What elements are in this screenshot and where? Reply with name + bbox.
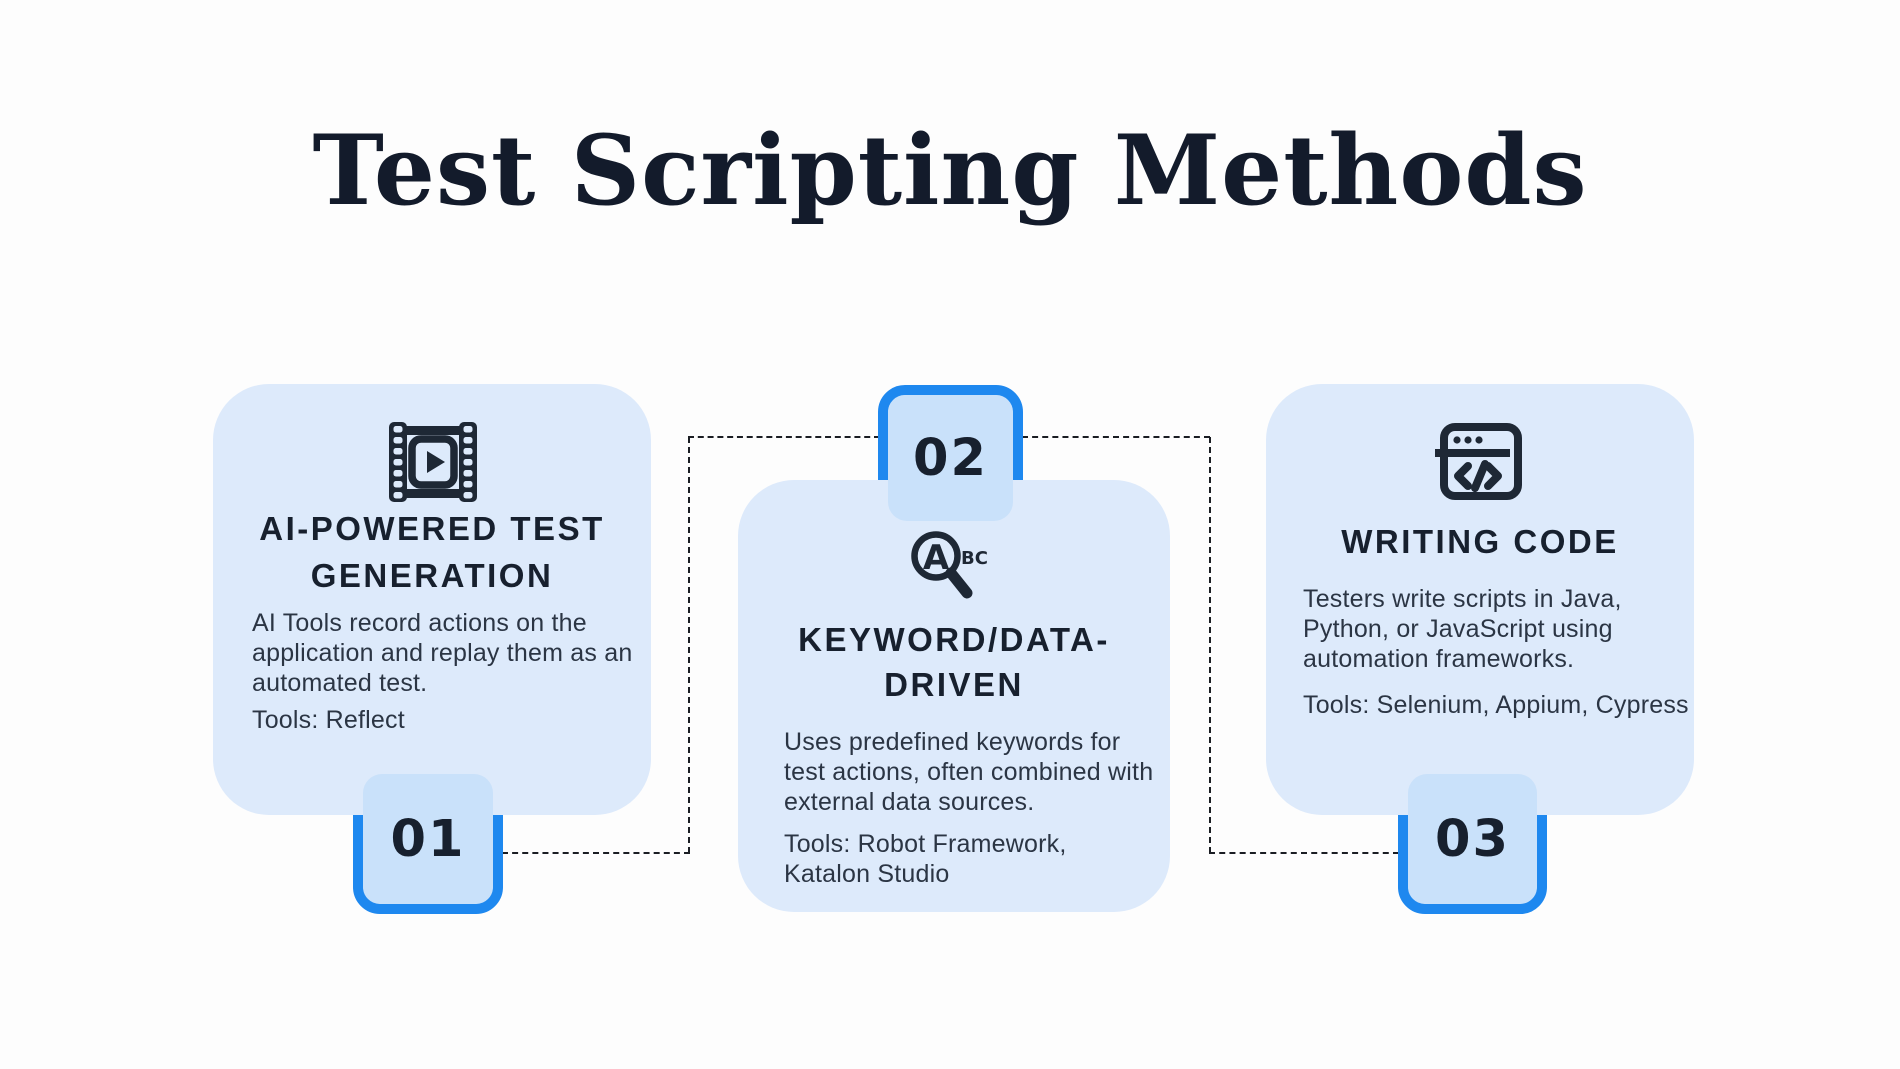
connector-dashed-segment <box>502 852 690 854</box>
connector-dashed-segment <box>1209 437 1211 853</box>
card-tools: Tools: Reflect <box>252 706 405 734</box>
card-body: Testers write scripts in Java, Python, o… <box>1303 585 1622 673</box>
film-strip-play-icon <box>387 422 479 507</box>
text-search-magnifier-icon: A BC <box>906 530 996 611</box>
badge-number: 02 <box>913 428 988 488</box>
card-heading: KEYWORD/DATA- DRIVEN <box>798 621 1110 703</box>
card-heading: WRITING CODE <box>1341 523 1619 560</box>
svg-text:BC: BC <box>961 548 988 569</box>
connector-dashed-segment <box>688 437 690 853</box>
card-heading: AI-POWERED TEST GENERATION <box>259 510 605 594</box>
step-badge-03: 03 <box>1408 774 1537 904</box>
card-body: Uses predefined keywords for test action… <box>784 728 1154 816</box>
step-badge-02: 02 <box>888 395 1013 521</box>
card-tools: Tools: Robot Framework, Katalon Studio <box>784 830 1067 888</box>
badge-number: 03 <box>1435 809 1510 869</box>
code-window-icon <box>1433 423 1523 506</box>
connector-dashed-segment <box>1209 852 1399 854</box>
card-keyword-data-driven: A BC KEYWORD/DATA- DRIVEN Uses predefine… <box>738 480 1170 912</box>
page-title: Test Scripting Methods <box>312 114 1588 227</box>
card-ai-powered-test-generation: AI-POWERED TEST GENERATION AI Tools reco… <box>213 384 651 815</box>
connector-dashed-segment <box>688 436 880 438</box>
svg-text:A: A <box>923 538 950 578</box>
card-writing-code: WRITING CODE Testers write scripts in Ja… <box>1266 384 1694 815</box>
card-body: AI Tools record actions on the applicati… <box>252 609 633 697</box>
step-badge-01: 01 <box>363 774 493 904</box>
connector-dashed-segment <box>1022 436 1210 438</box>
badge-number: 01 <box>390 809 466 869</box>
card-tools: Tools: Selenium, Appium, Cypress <box>1303 691 1689 719</box>
